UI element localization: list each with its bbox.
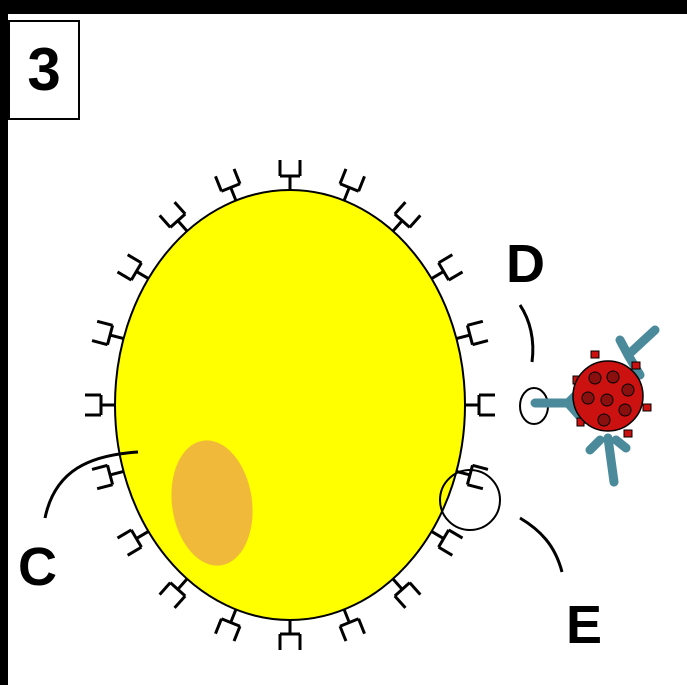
label-e-pointer	[519, 516, 564, 573]
receptor-icon	[278, 620, 302, 650]
label-d-pointer	[518, 304, 535, 363]
receptor-icon	[116, 528, 150, 557]
receptor-group	[85, 160, 495, 650]
label-d: D	[506, 234, 545, 294]
receptor-icon	[465, 393, 495, 417]
antigen-complex	[530, 325, 660, 487]
receptor-icon	[456, 319, 489, 347]
label-e: E	[566, 595, 602, 655]
receptor-icon	[456, 463, 489, 491]
b-cell	[114, 189, 466, 621]
receptor-icon	[214, 608, 242, 642]
receptor-icon	[278, 160, 302, 190]
left-border	[0, 0, 8, 685]
receptor-icon	[158, 201, 189, 233]
receptor-icon	[91, 319, 124, 347]
receptor-icon	[430, 253, 464, 282]
receptor-icon	[391, 201, 422, 233]
label-c: C	[18, 537, 57, 597]
receptor-icon	[338, 608, 366, 642]
receptor-icon	[85, 393, 115, 417]
receptor-icon	[391, 577, 422, 609]
receptor-icon	[338, 168, 366, 202]
label-e-circle	[439, 469, 501, 531]
step-number-box: 3	[8, 20, 80, 120]
nucleus	[171, 440, 253, 566]
receptor-icon	[91, 463, 124, 491]
receptor-icon	[214, 168, 242, 202]
label-c-pointer	[43, 450, 139, 519]
receptor-icon	[116, 253, 150, 282]
receptor-icon	[430, 528, 464, 557]
antigen-spots	[581, 370, 635, 427]
receptor-icon	[158, 577, 189, 609]
top-border	[0, 0, 687, 14]
step-number: 3	[27, 36, 61, 103]
